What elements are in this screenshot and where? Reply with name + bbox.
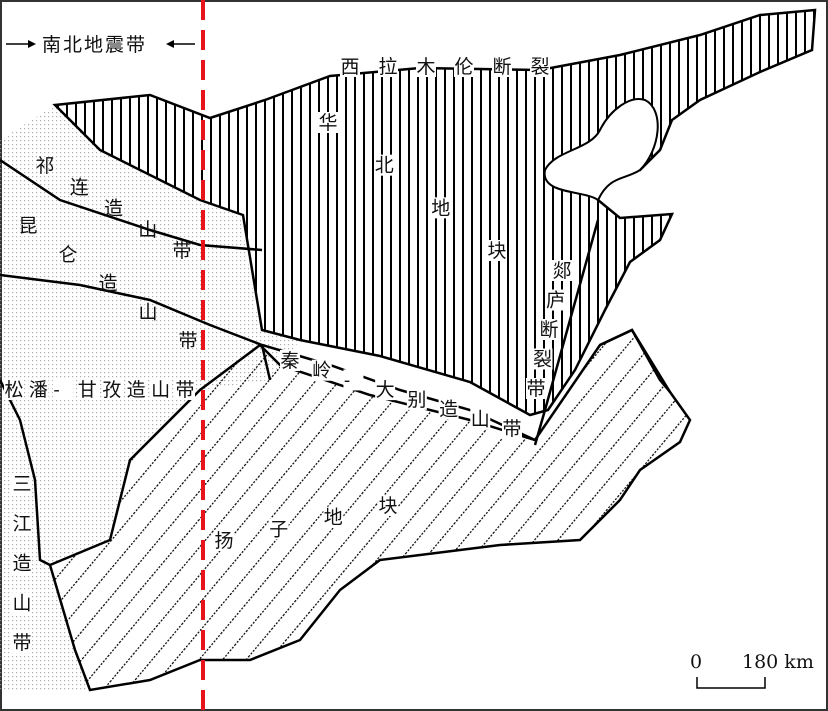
label-background	[52, 379, 73, 400]
label-background	[438, 398, 459, 420]
label-background	[12, 592, 32, 614]
yangtze-block	[48, 328, 692, 692]
orogen-stipple	[0, 105, 300, 690]
sanjiang-boundary	[0, 379, 51, 567]
label-background	[545, 289, 566, 311]
label-background	[430, 197, 451, 219]
label-background	[12, 552, 32, 574]
label-background	[280, 350, 300, 371]
label-background	[406, 388, 427, 410]
label-background	[4, 379, 24, 400]
label-background	[552, 260, 572, 281]
tanlu-fault-line	[533, 219, 600, 446]
label-background	[487, 240, 507, 261]
label-background	[530, 56, 550, 77]
label-background	[343, 369, 364, 391]
label-background	[374, 154, 395, 176]
label-background	[375, 379, 396, 401]
arrow-left-icon	[166, 40, 195, 48]
label-background	[214, 530, 234, 551]
label-background	[150, 379, 171, 400]
label-background	[268, 518, 289, 540]
label-background	[12, 632, 32, 653]
songpan-boundary	[260, 344, 272, 381]
label-background	[77, 379, 98, 400]
label-background	[454, 56, 474, 77]
label-background	[532, 348, 553, 370]
label-background	[526, 378, 546, 399]
label-background	[12, 512, 32, 534]
label-background	[416, 56, 436, 77]
label-backgrounds	[4, 56, 572, 653]
label-background	[318, 112, 338, 133]
coast	[599, 328, 671, 393]
label-background	[378, 495, 398, 516]
label-background	[175, 379, 195, 400]
label-background	[311, 359, 332, 381]
arrow-right-icon	[6, 40, 36, 48]
label-background	[28, 379, 49, 400]
scale-start: 0	[690, 651, 702, 673]
sanjiang-orogen-label: 三江造山带	[13, 473, 32, 654]
label-background	[539, 319, 559, 340]
label-background	[340, 56, 360, 77]
label-background	[470, 408, 491, 430]
bay	[543, 98, 659, 202]
seismic-belt-label: 南北地震带	[42, 34, 147, 56]
label-background	[101, 379, 122, 400]
scale-end: 180 km	[742, 651, 814, 673]
label-background	[378, 56, 398, 77]
label-background	[502, 418, 522, 439]
label-background	[12, 473, 32, 494]
qilian-boundary	[0, 158, 263, 252]
scale-bar	[696, 677, 766, 689]
label-background	[126, 379, 147, 400]
label-background	[323, 506, 344, 528]
label-background	[492, 56, 512, 77]
